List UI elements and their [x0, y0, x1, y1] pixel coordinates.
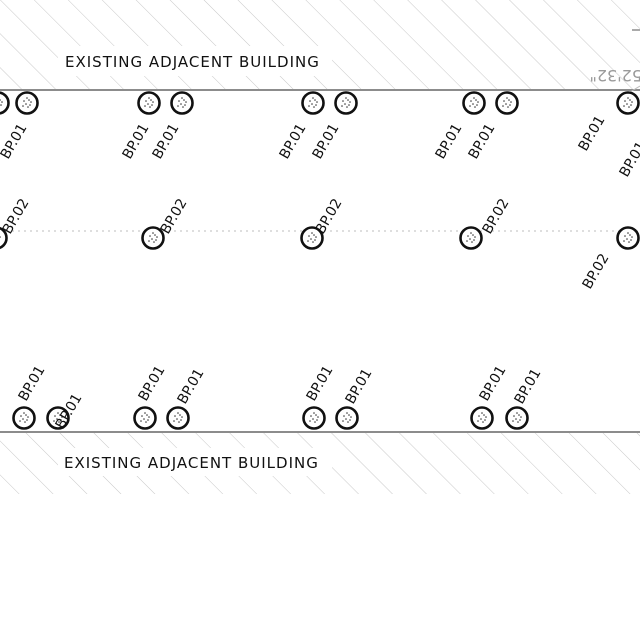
pile-label-bottom-6: BP.01 [343, 366, 376, 407]
top-label-mask [58, 46, 332, 76]
pile-label-mid-4: BP.02 [480, 196, 513, 237]
pile-bp02-mid-3 [300, 226, 324, 250]
pile-label-mid-1: BP.02 [0, 196, 33, 237]
pile-label-top-5: BP.01 [310, 121, 343, 162]
pile-bp01-bottom-2 [46, 406, 70, 430]
pile-bp01-top-7 [462, 91, 486, 115]
pile-bp02-mid-4 [459, 226, 483, 250]
bottom-label-mask [58, 448, 332, 476]
pile-bp02-mid-5 [616, 226, 640, 250]
pile-label-bottom-3: BP.01 [136, 363, 169, 404]
pile-label-mid-3: BP.02 [313, 196, 346, 237]
pile-bp01-top-9 [616, 91, 640, 115]
pile-bp02-mid-1 [0, 226, 8, 250]
pile-bp01-bottom-6 [335, 406, 359, 430]
pile-bp01-top-5 [301, 91, 325, 115]
pile-label-top-8: BP.01 [576, 113, 609, 154]
pile-bp01-top-8 [495, 91, 519, 115]
pile-label-bottom-7: BP.01 [477, 363, 510, 404]
pile-label-bottom-1: BP.01 [16, 363, 49, 404]
pile-label-mid-2: BP.02 [158, 196, 191, 237]
pile-bp01-bottom-5 [302, 406, 326, 430]
pile-bp01-bottom-4 [166, 406, 190, 430]
pile-bp01-bottom-8 [505, 406, 529, 430]
pile-label-top-4: BP.01 [277, 121, 310, 162]
pile-label-mid-5: BP.02 [580, 251, 613, 292]
pile-label-top-7: BP.01 [466, 121, 499, 162]
pile-label-bottom-5: BP.01 [304, 363, 337, 404]
pile-label-top-3: BP.01 [150, 121, 183, 162]
pile-bp01-top-2 [15, 91, 39, 115]
pile-label-bottom-4: BP.01 [175, 366, 208, 407]
pile-label-top-9: BP.01 [617, 139, 640, 180]
pile-bp01-bottom-1 [12, 406, 36, 430]
pile-label-top-2: BP.01 [120, 121, 153, 162]
pile-bp01-top-4 [170, 91, 194, 115]
pile-label-bottom-8: BP.01 [512, 366, 545, 407]
top-building-label: EXISTING ADJACENT BUILDING [65, 53, 320, 71]
pile-bp01-top-6 [334, 91, 358, 115]
pile-bp01-top-3 [137, 91, 161, 115]
pile-bp01-bottom-7 [470, 406, 494, 430]
dimension-text: 52'32" [590, 66, 640, 85]
top-building-hatch [0, 0, 640, 90]
pile-bp01-bottom-3 [133, 406, 157, 430]
pile-bp01-top-1 [0, 91, 10, 115]
pile-layer [0, 91, 640, 430]
pile-label-top-1: BP.01 [0, 121, 31, 162]
pile-bp02-mid-2 [141, 226, 165, 250]
bottom-building-label: EXISTING ADJACENT BUILDING [64, 454, 319, 472]
pile-label-top-6: BP.01 [433, 121, 466, 162]
